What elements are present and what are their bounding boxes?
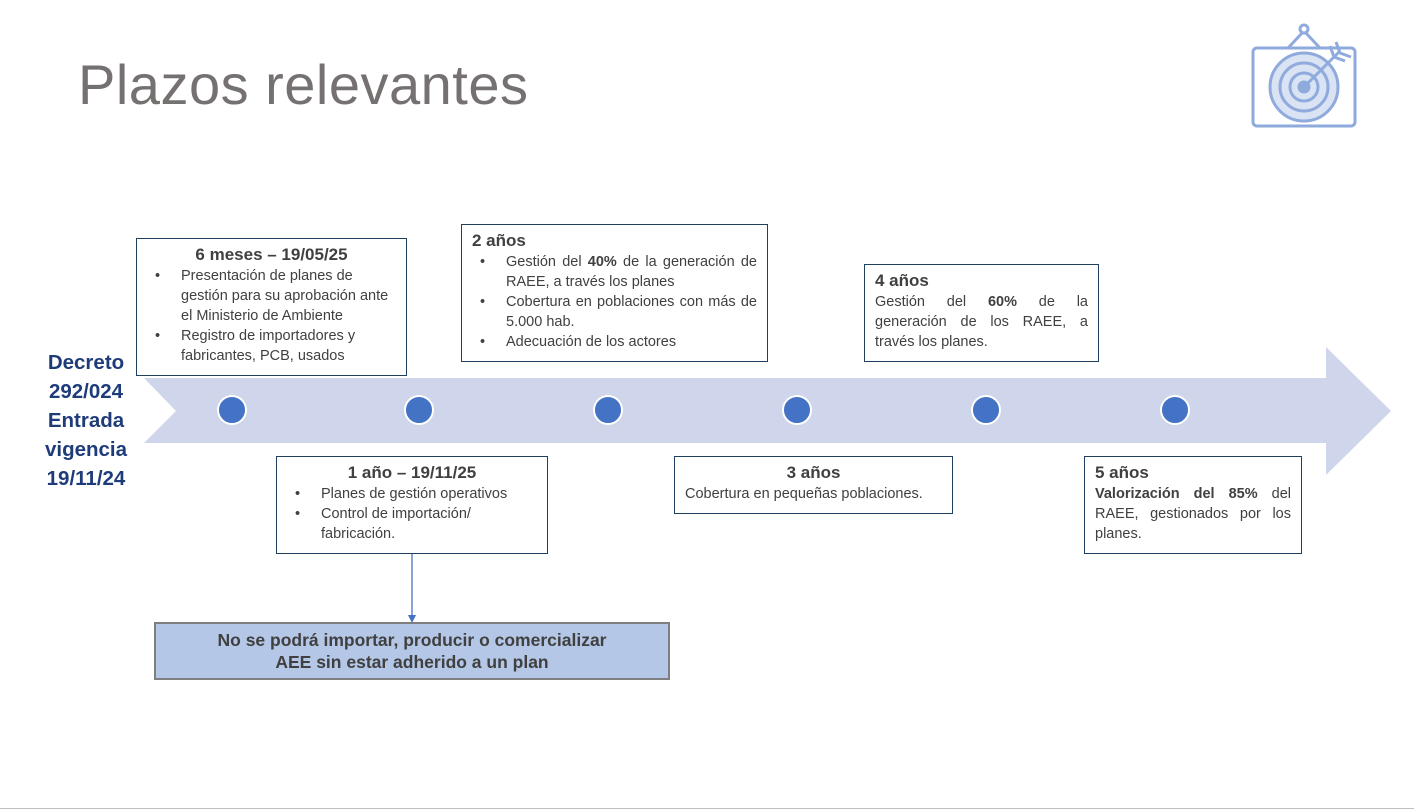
milestone-item: Registro de importadores y fabricantes, … <box>147 326 396 366</box>
milestone-6-months: 6 meses – 19/05/25 Presentación de plane… <box>136 238 407 376</box>
milestone-header: 6 meses – 19/05/25 <box>195 245 348 264</box>
milestone-percentage: 60% <box>987 294 1017 310</box>
decree-label-line: 292/024 <box>48 380 124 403</box>
milestone-text: Valorización del 85% del RAEE, gestionad… <box>1095 484 1291 544</box>
timeline-dot-5-years <box>1160 395 1190 425</box>
milestone-header: 5 años <box>1095 463 1149 482</box>
timeline-dot-2-years <box>593 395 623 425</box>
decree-label-line: Decreto <box>47 351 125 374</box>
milestone-percentage: 40% <box>587 254 617 270</box>
milestone-header: 4 años <box>875 271 929 290</box>
milestone-1-year: 1 año – 19/11/25 Planes de gestión opera… <box>276 456 548 554</box>
milestone-5-years: 5 años Valorización del 85% del RAEE, ge… <box>1084 456 1302 554</box>
footer-divider <box>0 808 1414 809</box>
page-title: Plazos relevantes <box>78 53 529 116</box>
milestone-list: Presentación de planes de gestión para s… <box>147 266 396 366</box>
milestone-text: Cobertura en pequeñas poblaciones. <box>685 486 923 502</box>
milestone-item: Planes de gestión operativos <box>287 484 537 504</box>
milestone-text: de la generación de RAEE, a través los p… <box>506 254 757 290</box>
decree-label-line: 19/11/24 <box>46 467 126 490</box>
decree-label-line: Entrada <box>47 409 125 432</box>
milestone-percentage: Valorización del 85% <box>1095 486 1258 502</box>
milestone-text: Gestión del <box>506 254 588 270</box>
requirement-callout: No se podrá importar, producir o comerci… <box>154 622 670 680</box>
milestone-text: de la generación de los RAEE, a través l… <box>875 294 1088 350</box>
milestone-item: Control de importación/ fabricación. <box>287 504 537 544</box>
milestone-2-years: 2 años Gestión del 40% de la generación … <box>461 224 768 362</box>
milestone-3-years: 3 años Cobertura en pequeñas poblaciones… <box>674 456 953 514</box>
milestone-list: Planes de gestión operativos Control de … <box>287 484 537 544</box>
timeline-dot-3-years <box>782 395 812 425</box>
callout-line: AEE sin estar adherido a un plan <box>275 652 549 672</box>
callout-line: No se podrá importar, producir o comerci… <box>217 630 607 650</box>
decree-label-line: vigencia <box>44 438 128 461</box>
milestone-item: Cobertura en poblaciones con más de 5.00… <box>472 292 757 332</box>
milestone-header: 1 año – 19/11/25 <box>347 463 477 482</box>
decree-label: Decreto 292/024 Entrada vigencia 19/11/2… <box>20 348 152 493</box>
milestone-text: del RAEE, gestionados por los planes. <box>1095 486 1291 542</box>
milestone-header: 3 años <box>786 463 841 482</box>
milestone-header: 2 años <box>472 231 526 250</box>
milestone-text: Gestión del <box>875 294 988 310</box>
milestone-item: Gestión del 40% de la generación de RAEE… <box>472 252 757 292</box>
timeline-dot-1-year <box>404 395 434 425</box>
milestone-list: Gestión del 40% de la generación de RAEE… <box>472 252 757 352</box>
target-icon <box>1251 23 1357 128</box>
milestone-item: Adecuación de los actores <box>472 332 757 352</box>
timeline-dot-6-months <box>217 395 247 425</box>
timeline-dot-4-years <box>971 395 1001 425</box>
milestone-item: Presentación de planes de gestión para s… <box>147 266 396 326</box>
milestone-text: Gestión del 60% de la generación de los … <box>875 292 1088 352</box>
milestone-4-years: 4 años Gestión del 60% de la generación … <box>864 264 1099 362</box>
